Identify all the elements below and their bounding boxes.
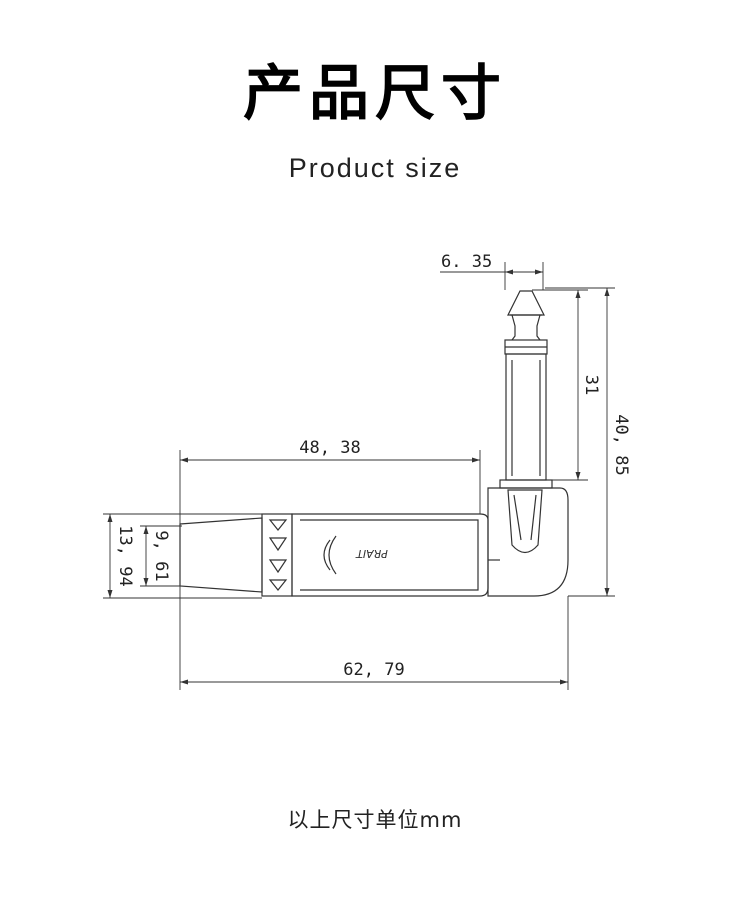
svg-text:31: 31: [581, 375, 601, 395]
plug-body: PRAIT: [179, 513, 489, 597]
dim-inner-diameter: 9, 61: [140, 525, 182, 587]
svg-text:40, 85: 40, 85: [611, 414, 631, 475]
dim-tip-diameter: 6. 35: [440, 252, 544, 290]
dim-shaft-length: 31: [532, 289, 601, 481]
dim-overall-length: 62, 79: [179, 586, 569, 690]
svg-text:62, 79: 62, 79: [343, 660, 404, 680]
dim-boot-length: 48, 38: [179, 438, 481, 524]
svg-text:13, 94: 13, 94: [115, 525, 135, 586]
units-note: 以上尺寸单位mm: [287, 808, 463, 832]
svg-text:48, 38: 48, 38: [299, 438, 360, 458]
svg-text:6. 35: 6. 35: [441, 252, 492, 272]
housing-elbow: [487, 487, 569, 597]
page-subtitle: Product size: [288, 153, 462, 183]
svg-text:9, 61: 9, 61: [151, 530, 171, 581]
plug-shaft: [499, 290, 553, 489]
brand-mark: PRAIT: [355, 547, 388, 560]
page-title: 产品尺寸: [243, 59, 507, 129]
dim-outer-diameter: 13, 94: [103, 513, 262, 599]
dim-overall-height: 40, 85: [545, 287, 631, 597]
